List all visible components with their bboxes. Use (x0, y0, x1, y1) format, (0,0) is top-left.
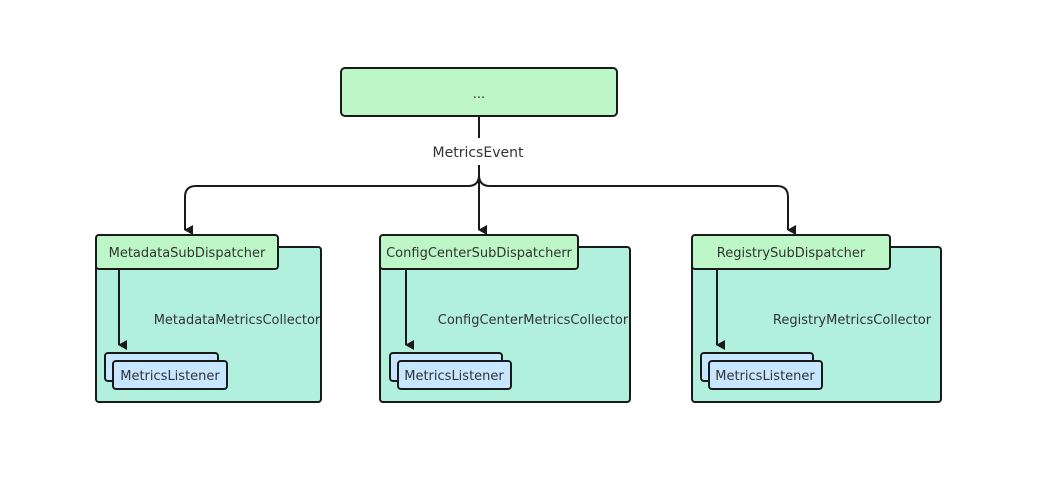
event-label: MetricsEvent (433, 145, 524, 161)
branch-registry: RegistrySubDispatcher RegistryMetricsCol… (691, 234, 942, 403)
dispatcher-node[interactable] (379, 234, 579, 270)
dispatcher-label: ConfigCenterSubDispatcherr (386, 246, 572, 261)
dispatcher-label: RegistrySubDispatcher (717, 246, 866, 261)
connector-left (184, 165, 480, 235)
listener-label: MetricsListener (404, 369, 504, 384)
collector-label: RegistryMetricsCollector (773, 313, 932, 328)
connector-right (478, 165, 796, 235)
branch-configcenter: ConfigCenterSubDispatcherr ConfigCenterM… (379, 234, 631, 403)
listener-label: MetricsListener (120, 369, 220, 384)
dispatcher-label: MetadataSubDispatcher (109, 246, 266, 261)
dispatcher-node[interactable] (95, 234, 279, 270)
listener-node[interactable] (112, 360, 228, 390)
listener-node[interactable] (708, 360, 823, 390)
top-node[interactable]: ... (340, 67, 618, 117)
dispatcher-node[interactable] (691, 234, 891, 270)
branch-connectors (184, 165, 796, 235)
listener-node[interactable] (397, 360, 512, 390)
collector-label: ConfigCenterMetricsCollector (438, 313, 629, 328)
collector-label: MetadataMetricsCollector (154, 313, 321, 328)
top-node-label: ... (473, 87, 485, 102)
listener-label: MetricsListener (715, 369, 815, 384)
branch-metadata: MetadataSubDispatcher MetadataMetricsCol… (95, 234, 322, 403)
